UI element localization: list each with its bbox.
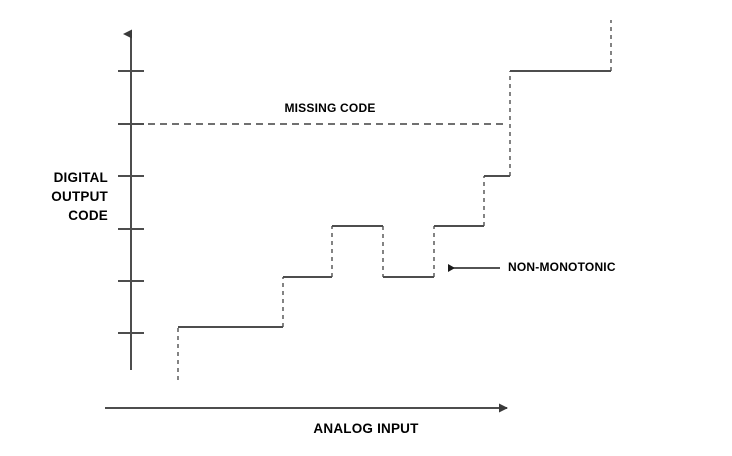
x-axis-label: ANALOG INPUT [313, 421, 419, 436]
y-axis [118, 29, 144, 370]
non-monotonic-label: NON-MONOTONIC [508, 260, 616, 274]
missing-code-label: MISSING CODE [284, 101, 376, 115]
y-axis-label: DIGITAL OUTPUT CODE [51, 170, 108, 223]
staircase-risers [177, 20, 612, 380]
staircase-treads [178, 70, 611, 328]
